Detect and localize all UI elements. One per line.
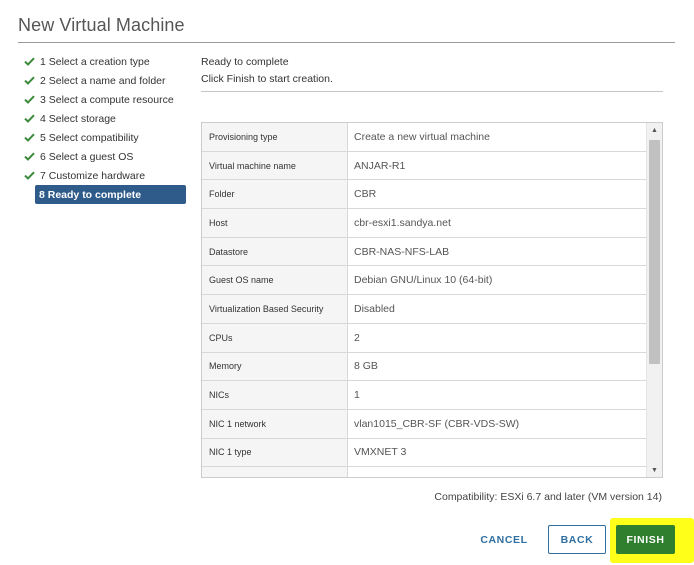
panel-subtitle: Click Finish to start creation. (201, 73, 333, 85)
step-label: 8 Ready to complete (39, 188, 142, 201)
row-value: cbr-esxi1.sandya.net (354, 216, 451, 229)
step-label: 5 Select compatibility (40, 131, 139, 144)
row-key: NICs (202, 381, 348, 409)
dialog-title: New Virtual Machine (18, 15, 185, 35)
panel-header: Ready to complete Click Finish to start … (201, 56, 333, 85)
row-value: CBR-NAS-NFS-LAB (354, 245, 450, 258)
row-key: Provisioning type (202, 123, 348, 151)
table-row: NICs 1 (202, 381, 647, 410)
row-key: Guest OS name (202, 266, 348, 295)
scrollbar-thumb[interactable] (649, 140, 660, 364)
table-row: NIC 1 network vlan1015_CBR-SF (CBR-VDS-SW… (202, 409, 647, 439)
panel-title: Ready to complete (201, 56, 289, 68)
row-key: CPUs (202, 323, 348, 352)
finish-button[interactable]: FINISH (616, 525, 675, 554)
checkmark-icon (22, 90, 36, 109)
table-row: NIC 1 type VMXNET 3 (202, 438, 647, 468)
checkmark-icon (22, 109, 36, 128)
row-key: Folder (202, 180, 348, 209)
checkmark-icon (22, 71, 36, 90)
table-row: Host cbr-esxi1.sandya.net (202, 209, 647, 238)
table-row: Datastore CBR-NAS-NFS-LAB (202, 237, 647, 267)
table-row: CPUs 2 (202, 323, 647, 353)
step-select-storage[interactable]: 4 Select storage (22, 109, 188, 128)
row-key: Virtualization Based Security (202, 295, 348, 323)
summary-table-body: Provisioning type Create a new virtual ma… (202, 123, 647, 477)
step-select-creation-type[interactable]: 1 Select a creation type (22, 52, 188, 71)
step-select-guest-os[interactable]: 6 Select a guest OS (22, 147, 188, 166)
row-value: VMXNET 3 (354, 446, 407, 459)
row-value: ANJAR-R1 (354, 159, 406, 172)
checkmark-icon (22, 52, 36, 71)
table-row: SCSI controller 1VMware Paravirtual (202, 467, 647, 477)
table-row: Virtualization Based Security Disabled (202, 295, 647, 324)
row-key: NIC 1 network (202, 409, 348, 438)
step-select-compute-resource[interactable]: 3 Select a compute resource (22, 90, 188, 109)
vertical-scrollbar[interactable]: ▲ ▼ (646, 123, 662, 477)
table-row: Memory 8 GB (202, 352, 647, 382)
row-value: Create a new virtual machine (354, 130, 490, 143)
checkmark-icon (22, 166, 36, 185)
step-label: 7 Customize hardware (40, 169, 146, 182)
row-key: Datastore (202, 237, 348, 266)
scroll-up-icon[interactable]: ▲ (651, 126, 658, 134)
table-row: Provisioning type Create a new virtual ma… (202, 123, 647, 152)
step-label: 1 Select a creation type (40, 55, 150, 68)
row-value: 8 GB (354, 360, 378, 373)
step-select-compatibility[interactable]: 5 Select compatibility (22, 128, 188, 147)
step-label: 2 Select a name and folder (40, 74, 166, 87)
row-value: Debian GNU/Linux 10 (64-bit) (354, 274, 493, 287)
cancel-button[interactable]: CANCEL (480, 533, 528, 546)
row-key: Memory (202, 352, 348, 381)
summary-table: Provisioning type Create a new virtual ma… (201, 122, 663, 478)
row-value: vlan1015_CBR-SF (CBR-VDS-SW) (354, 417, 520, 430)
checkmark-icon (22, 128, 36, 147)
step-ready-to-complete[interactable]: 8 Ready to complete (35, 185, 186, 204)
table-row: Virtual machine name ANJAR-R1 (202, 151, 647, 181)
row-value: 1 (354, 389, 360, 402)
step-label: 3 Select a compute resource (40, 93, 174, 106)
row-value: VMware Paravirtual (348, 467, 647, 477)
row-key: Virtual machine name (202, 151, 348, 180)
step-customize-hardware[interactable]: 7 Customize hardware (22, 166, 188, 185)
step-label: 6 Select a guest OS (40, 150, 134, 163)
checkmark-icon (22, 147, 36, 166)
back-button[interactable]: BACK (548, 525, 606, 554)
title-divider (18, 42, 675, 43)
row-value: Disabled (354, 302, 395, 315)
compatibility-note: Compatibility: ESXi 6.7 and later (VM ve… (434, 491, 662, 503)
scroll-down-icon[interactable]: ▼ (651, 466, 658, 474)
step-select-name-folder[interactable]: 2 Select a name and folder (22, 71, 188, 90)
row-key: Host (202, 209, 348, 237)
row-value: CBR (354, 188, 377, 201)
step-label: 4 Select storage (40, 112, 116, 125)
row-key: SCSI controller 1 (202, 467, 348, 477)
row-value: 2 (354, 331, 360, 344)
row-key: NIC 1 type (202, 438, 348, 467)
table-row: Guest OS name Debian GNU/Linux 10 (64-bit… (202, 266, 647, 296)
table-row: Folder CBR (202, 180, 647, 210)
panel-divider (201, 91, 663, 92)
wizard-steps: 1 Select a creation type 2 Select a name… (22, 52, 188, 204)
